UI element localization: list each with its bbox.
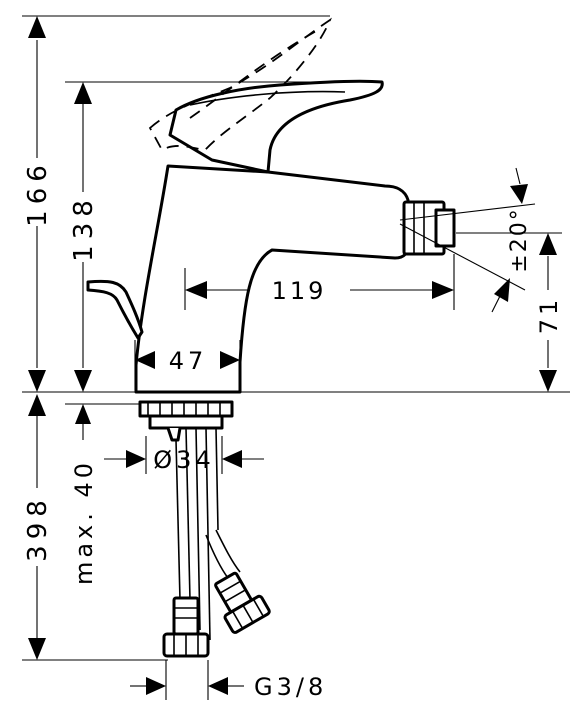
connection-thread-label: G3/8: [254, 673, 327, 701]
handle: [168, 79, 384, 174]
dimension-lines: [28, 16, 557, 695]
reference-lines: [22, 15, 570, 700]
base-diameter-label: 47: [169, 347, 208, 375]
tilt-angle-label: ±20°: [507, 207, 532, 272]
spout-height-label: 71: [535, 296, 563, 335]
dimension-labels: 166 138 398 max. 40 119 47 Ø34 G3/8 71 ±…: [23, 159, 563, 701]
handle-raised-outline: [148, 17, 332, 152]
mounting-assembly: [138, 400, 234, 442]
supply-hoses: [162, 427, 271, 658]
overall-height-label: 166: [23, 159, 53, 227]
hose-length-label: 398: [23, 494, 53, 562]
shank-diameter-label: Ø34: [153, 446, 214, 474]
mixer-body: [86, 164, 456, 394]
spout-reach-label: 119: [272, 277, 327, 305]
max-height-label: 138: [69, 194, 99, 262]
mount-depth-label: max. 40: [70, 459, 98, 585]
